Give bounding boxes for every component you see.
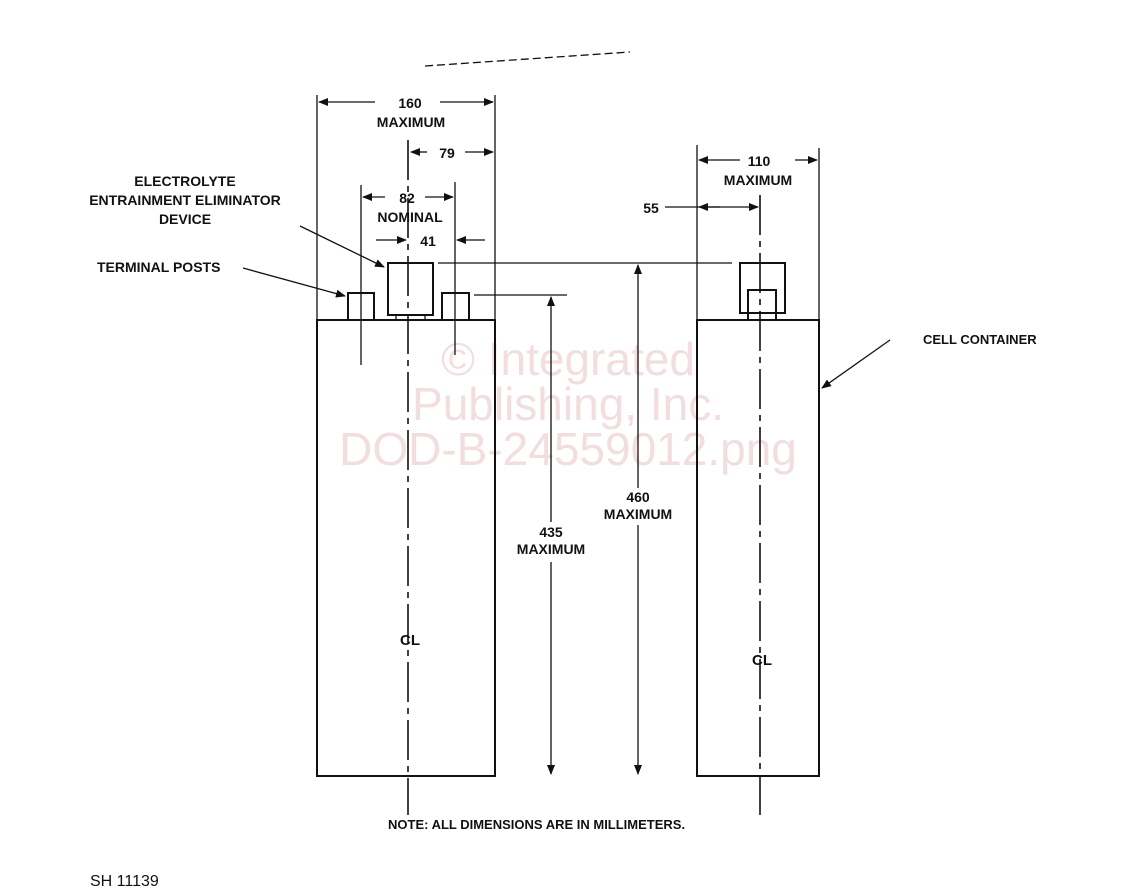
dim-79: 79 [439, 145, 455, 161]
dim-82-note: NOMINAL [377, 209, 443, 225]
dim-435: 435 [539, 524, 563, 540]
dimension-lines [318, 98, 818, 775]
watermark-line2: Publishing, Inc. [412, 378, 724, 430]
eliminator-device [387, 262, 434, 316]
centerline-symbol-right: CL [752, 652, 772, 669]
centerline-symbol-left: CL [400, 632, 420, 649]
left-cell [316, 140, 496, 815]
dim-110-note: MAXIMUM [724, 172, 792, 188]
right-cell [696, 195, 820, 815]
extension-lines [316, 95, 820, 365]
dim-110: 110 [748, 153, 771, 169]
dim-435-note: MAXIMUM [517, 541, 585, 557]
device-label-line3: DEVICE [159, 211, 211, 227]
dim-55: 55 [643, 200, 659, 216]
watermark-line3: DOD-B-24559012.png [339, 423, 797, 475]
dim-41: 41 [420, 233, 436, 249]
device-label-line1: ELECTROLYTE [134, 173, 235, 189]
device-label-line2: ENTRAINMENT ELIMINATOR [89, 192, 281, 208]
terminal-posts-label: TERMINAL POSTS [97, 259, 220, 275]
watermark-line1: © Integrated [441, 333, 695, 385]
cell-container-label: CELL CONTAINER [923, 332, 1037, 347]
leader-lines [242, 225, 891, 389]
terminal-post-right-cell [747, 289, 777, 321]
eliminator-device-right [739, 262, 786, 314]
dim-160: 160 [398, 95, 422, 111]
note-text: NOTE: ALL DIMENSIONS ARE IN MILLIMETERS. [388, 817, 685, 832]
stray-mark [424, 51, 631, 67]
sheet-id: SH 11139 [90, 873, 159, 888]
dim-160-note: MAXIMUM [377, 114, 445, 130]
cell-container-left [316, 319, 496, 777]
dim-460: 460 [626, 489, 650, 505]
dim-460-note: MAXIMUM [604, 506, 672, 522]
watermark: © Integrated Publishing, Inc. DOD-B-2455… [339, 333, 797, 475]
dim-82: 82 [399, 190, 415, 206]
